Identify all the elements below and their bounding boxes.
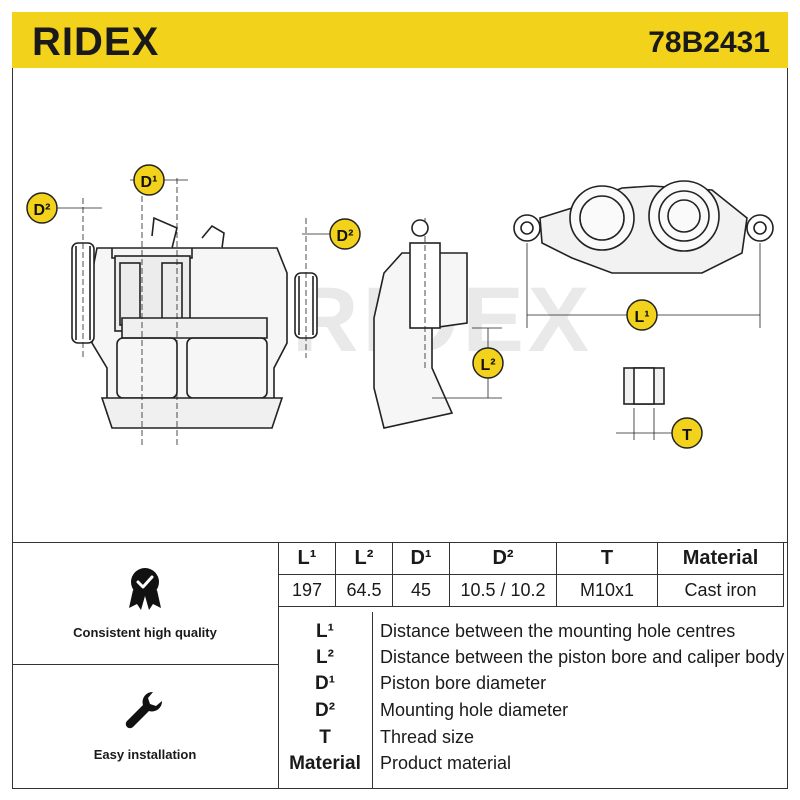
product-code: 78B2431 [648, 26, 770, 59]
spec-header: Material [657, 542, 784, 575]
spec-value: 197 [278, 574, 336, 607]
legend-row: T Thread size [278, 724, 474, 751]
legend-description: Distance between the piston bore and cal… [380, 647, 785, 667]
spec-header: L² [335, 542, 393, 575]
spec-value: Cast iron [657, 574, 784, 607]
technical-drawing: RIDEX [26, 164, 774, 449]
legend-description: Mounting hole diameter [380, 700, 569, 720]
label-d2-right: D² [337, 228, 354, 245]
legend-description: Thread size [380, 727, 475, 747]
spec-header: D¹ [392, 542, 450, 575]
legend-symbol: Material [289, 752, 361, 774]
feature-installation: Easy installation [12, 688, 278, 762]
spec-header: D² [449, 542, 557, 575]
badge-d2-right: D² [329, 218, 361, 250]
thread-detail [616, 367, 672, 440]
legend-row: D¹ Piston bore diameter [278, 670, 546, 697]
spec-value-row: 197 64.5 45 10.5 / 10.2 M10x1 Cast iron [278, 574, 784, 607]
spec-value: 64.5 [335, 574, 393, 607]
badge-l1: L¹ [626, 299, 658, 331]
legend-divider [372, 612, 373, 788]
label-l2: L² [480, 357, 495, 374]
legend-description: Piston bore diameter [380, 673, 547, 693]
badge-d1: D¹ [133, 164, 165, 196]
quality-badge-icon [129, 568, 161, 610]
header-bar: RIDEX 78B2431 [12, 12, 788, 68]
badge-d2-left: D² [26, 192, 58, 224]
legend-description: Distance between the mounting hole centr… [380, 621, 736, 641]
legend-row: L² Distance between the piston bore and … [278, 644, 784, 671]
brand-logo: RIDEX [32, 20, 160, 64]
legend-row: D² Mounting hole diameter [278, 697, 568, 724]
feature-quality: Consistent high quality [12, 566, 278, 640]
legend-description: Product material [380, 753, 512, 773]
spec-table: L¹ L² D¹ D² T Material 197 64.5 45 10.5 … [278, 542, 784, 607]
badge-t: T [671, 417, 703, 449]
content-frame [12, 68, 788, 789]
badge-l2: L² [472, 347, 504, 379]
feature-label: Easy installation [93, 747, 197, 762]
label-l1: L¹ [634, 309, 649, 326]
spec-header: L¹ [278, 542, 336, 575]
legend-symbol: D² [314, 699, 336, 721]
legend-symbol: L² [316, 646, 334, 668]
spec-value: M10x1 [556, 574, 658, 607]
feature-divider [12, 664, 278, 665]
legend-symbol: T [319, 726, 331, 748]
label-d1: D¹ [141, 174, 158, 191]
legend-row: L¹ Distance between the mounting hole ce… [278, 618, 735, 645]
spec-value: 10.5 / 10.2 [449, 574, 557, 607]
spec-header-row: L¹ L² D¹ D² T Material [278, 542, 784, 575]
caliper-side-view [373, 218, 502, 429]
caliper-top-view [513, 180, 774, 328]
legend-row: Material Product material [278, 750, 511, 777]
label-t: T [682, 427, 692, 444]
spec-header: T [556, 542, 658, 575]
wrench-icon [125, 691, 163, 729]
legend-symbol: D¹ [314, 672, 336, 694]
spec-divider-vertical [278, 542, 279, 788]
legend-symbol: L¹ [316, 620, 334, 642]
feature-label: Consistent high quality [73, 625, 217, 640]
label-d2-left: D² [34, 202, 51, 219]
spec-value: 45 [392, 574, 450, 607]
caliper-front-view [42, 178, 332, 448]
